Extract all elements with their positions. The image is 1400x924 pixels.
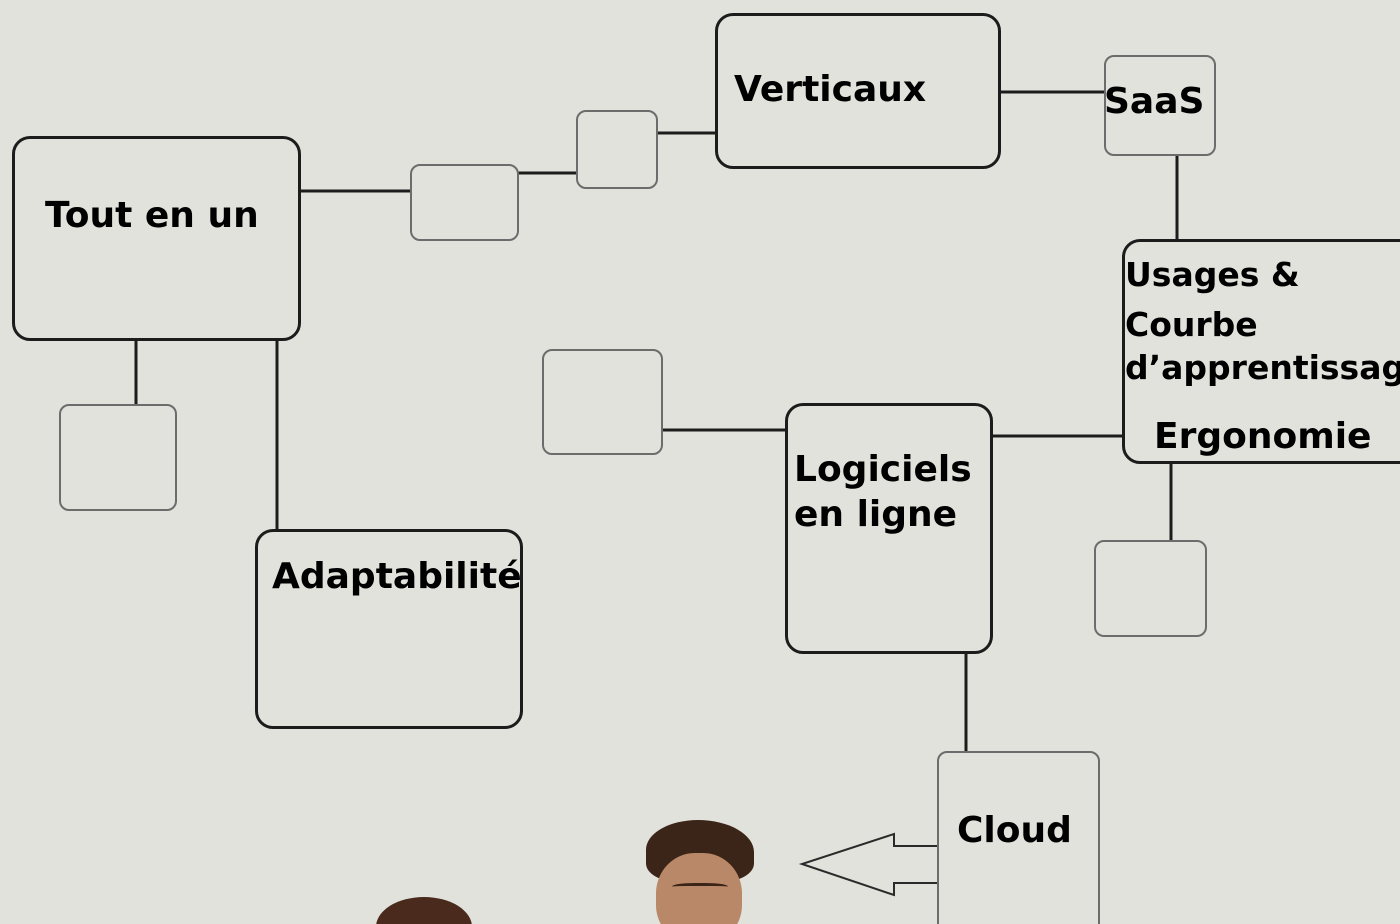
node-saas	[1104, 55, 1216, 156]
empty-node	[542, 349, 663, 455]
label-logiciels-line2: en ligne	[794, 494, 958, 535]
label-logiciels-line1: Logiciels	[794, 449, 972, 490]
empty-node	[59, 404, 177, 511]
label-ergonomie: Ergonomie	[1154, 416, 1372, 457]
man-eyes	[672, 883, 728, 892]
woman-hair	[376, 897, 472, 924]
label-tout-en-un: Tout en un	[45, 195, 259, 236]
label-adaptabilite: Adaptabilité	[272, 556, 522, 597]
node-tout-en-un	[12, 136, 301, 341]
node-usages	[1122, 239, 1400, 464]
label-cloud: Cloud	[957, 810, 1072, 851]
arrow-left-icon	[798, 832, 939, 897]
node-verticaux	[715, 13, 1001, 169]
node-logiciels-en-ligne	[785, 403, 993, 654]
node-adaptabilite	[255, 529, 523, 729]
label-usages-line2: Courbe	[1125, 305, 1258, 344]
two-people-photo	[360, 815, 780, 924]
node-cloud	[937, 751, 1100, 924]
empty-node	[1094, 540, 1207, 637]
label-saas: SaaS	[1104, 81, 1205, 122]
empty-node	[576, 110, 658, 189]
label-usages-line3: d’apprentissage	[1125, 348, 1400, 387]
label-verticaux: Verticaux	[734, 69, 927, 110]
empty-node	[410, 164, 519, 241]
label-usages-line1: Usages &	[1125, 255, 1300, 294]
